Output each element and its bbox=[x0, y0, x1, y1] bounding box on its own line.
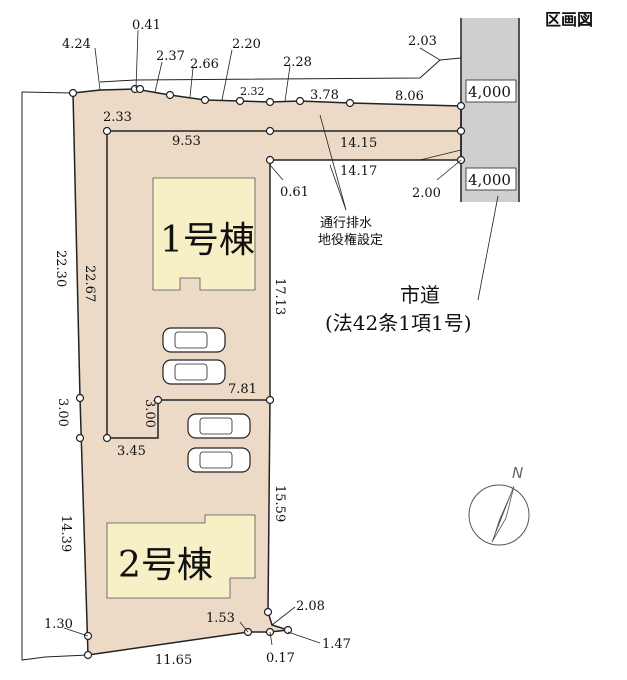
parking-car-1 bbox=[162, 327, 226, 353]
dim-2-37: 2.37 bbox=[156, 49, 185, 64]
dim-14-17: 14.17 bbox=[340, 164, 377, 179]
dim-2-08: 2.08 bbox=[296, 599, 325, 614]
dim-2-33: 2.33 bbox=[103, 110, 132, 125]
dim-2-20: 2.20 bbox=[232, 37, 261, 52]
dim-2-32: 2.32 bbox=[240, 85, 265, 98]
building-2-label: 2号棟 bbox=[118, 545, 213, 586]
compass-north-label: N bbox=[512, 464, 523, 482]
dim-15-59: 15.59 bbox=[272, 485, 287, 522]
parking-car-2 bbox=[162, 359, 226, 385]
building-1-footprint bbox=[152, 177, 256, 291]
dim-9-53: 9.53 bbox=[172, 134, 201, 149]
dim-0-41: 0.41 bbox=[132, 18, 161, 33]
easement-note-line1: 通行排水 bbox=[320, 216, 372, 231]
parking-car-4 bbox=[187, 447, 251, 473]
dim-3-45: 3.45 bbox=[117, 444, 146, 459]
dim-0-61: 0.61 bbox=[280, 185, 309, 200]
compass-icon bbox=[468, 484, 530, 546]
building-2-footprint bbox=[106, 514, 256, 599]
dim-14-15: 14.15 bbox=[340, 136, 377, 151]
dim-3-00-right: 3.00 bbox=[142, 399, 157, 428]
leader-lines bbox=[63, 29, 499, 646]
road-name: 市道 bbox=[400, 283, 440, 307]
building-1-label: 1号棟 bbox=[160, 220, 255, 261]
dim-2-66: 2.66 bbox=[190, 57, 219, 72]
adjacent-boundary-line bbox=[21, 92, 89, 661]
dim-1-30: 1.30 bbox=[44, 617, 73, 632]
dim-8-06: 8.06 bbox=[395, 89, 424, 104]
adjacent-boundary-top bbox=[21, 91, 74, 94]
dim-7-81: 7.81 bbox=[228, 382, 257, 397]
dim-1-47: 1.47 bbox=[322, 637, 351, 652]
road-classification: (法42条1項1号) bbox=[325, 311, 472, 335]
dim-2-00: 2.00 bbox=[412, 186, 441, 201]
page-title: 区画図 bbox=[545, 10, 593, 29]
road-width-top: 4,000 bbox=[468, 83, 511, 101]
dim-3-78: 3.78 bbox=[310, 88, 339, 103]
easement-note-line2: 地役権設定 bbox=[318, 232, 383, 248]
dim-2-28: 2.28 bbox=[283, 55, 312, 70]
dim-2-03: 2.03 bbox=[408, 34, 437, 49]
dim-4-24: 4.24 bbox=[62, 37, 91, 52]
dim-14-39: 14.39 bbox=[58, 515, 73, 552]
dim-3-00-left: 3.00 bbox=[55, 398, 70, 427]
road-width-box-bottom bbox=[465, 167, 517, 191]
dim-1-53: 1.53 bbox=[206, 611, 235, 626]
parking-car-3 bbox=[187, 413, 251, 439]
easement-line bbox=[106, 130, 461, 439]
north-neighbor-boundary bbox=[99, 57, 462, 83]
dim-22-67: 22.67 bbox=[82, 265, 97, 302]
road-width-box-top bbox=[465, 79, 517, 103]
road-width-bottom: 4,000 bbox=[468, 171, 511, 189]
dim-17-13: 17.13 bbox=[272, 278, 287, 315]
dim-0-17: 0.17 bbox=[266, 651, 295, 666]
dim-22-30: 22.30 bbox=[53, 250, 68, 287]
dim-11-65: 11.65 bbox=[155, 653, 192, 668]
